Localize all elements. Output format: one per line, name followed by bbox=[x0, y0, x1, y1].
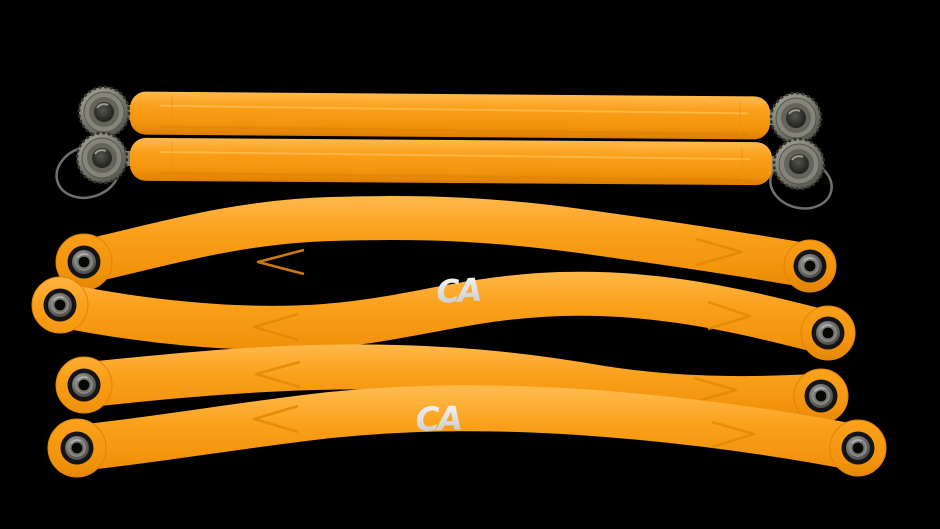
arm-body bbox=[38, 271, 850, 355]
rod-facet-highlight bbox=[160, 150, 751, 161]
radius-rod-upper bbox=[77, 85, 823, 145]
arm-bearing-right bbox=[803, 378, 839, 414]
arm-bearing-right bbox=[840, 430, 876, 466]
arm-bearing-left bbox=[42, 287, 78, 323]
arm-body bbox=[61, 344, 844, 422]
heim-joint-lower-left bbox=[75, 131, 129, 185]
arm-bearing-left bbox=[59, 430, 95, 466]
heim-joint-upper-left bbox=[77, 85, 131, 139]
ca-logo-text-2: CA bbox=[415, 398, 461, 439]
arm-bearing-right bbox=[792, 248, 828, 284]
heim-joint-lower-right bbox=[772, 137, 826, 191]
arm-chevron-right bbox=[693, 376, 738, 404]
arm-chevron-left bbox=[256, 248, 305, 276]
ca-logo-text-1: CA bbox=[435, 271, 481, 311]
arm-bearing-left bbox=[66, 244, 102, 280]
radius-arm-4: CA bbox=[47, 385, 887, 478]
arm-chevron-left bbox=[254, 360, 301, 389]
rod-facet-highlight bbox=[160, 104, 749, 115]
radius-arm-1 bbox=[55, 196, 837, 293]
radius-arm-2: CA bbox=[31, 271, 856, 361]
arm-chevron-right bbox=[707, 300, 752, 331]
radius-rod-lower bbox=[75, 131, 826, 191]
arm-body bbox=[62, 196, 832, 288]
heim-joint-upper-right bbox=[769, 91, 823, 145]
arm-bearing-right bbox=[810, 315, 846, 351]
arm-chevron-right bbox=[711, 420, 756, 449]
arm-bearing-left bbox=[66, 367, 102, 403]
arm-body bbox=[54, 385, 881, 471]
radius-arm-3 bbox=[55, 344, 849, 424]
rod-facet-shadow bbox=[159, 125, 748, 136]
arm-chevron-left bbox=[252, 404, 299, 434]
rod-facet-shadow bbox=[159, 171, 750, 182]
arm-chevron-left bbox=[252, 312, 299, 342]
arm-chevron-right bbox=[695, 237, 744, 267]
